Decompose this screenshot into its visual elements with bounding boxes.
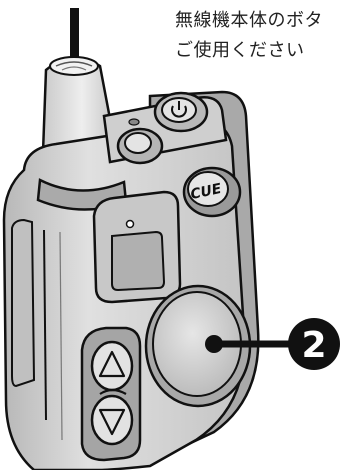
display-window [94, 192, 180, 302]
down-button[interactable] [92, 396, 132, 444]
callout-number: 2 [301, 325, 326, 366]
callout-anchor-dot [205, 335, 223, 353]
power-button[interactable] [155, 93, 207, 131]
side-panel [12, 220, 34, 386]
top-indicator-dot [129, 119, 139, 125]
up-button[interactable] [92, 342, 132, 390]
callout-badge: 2 [288, 318, 340, 370]
cue-button[interactable]: CUE [184, 168, 240, 216]
top-round-button[interactable] [118, 129, 162, 163]
